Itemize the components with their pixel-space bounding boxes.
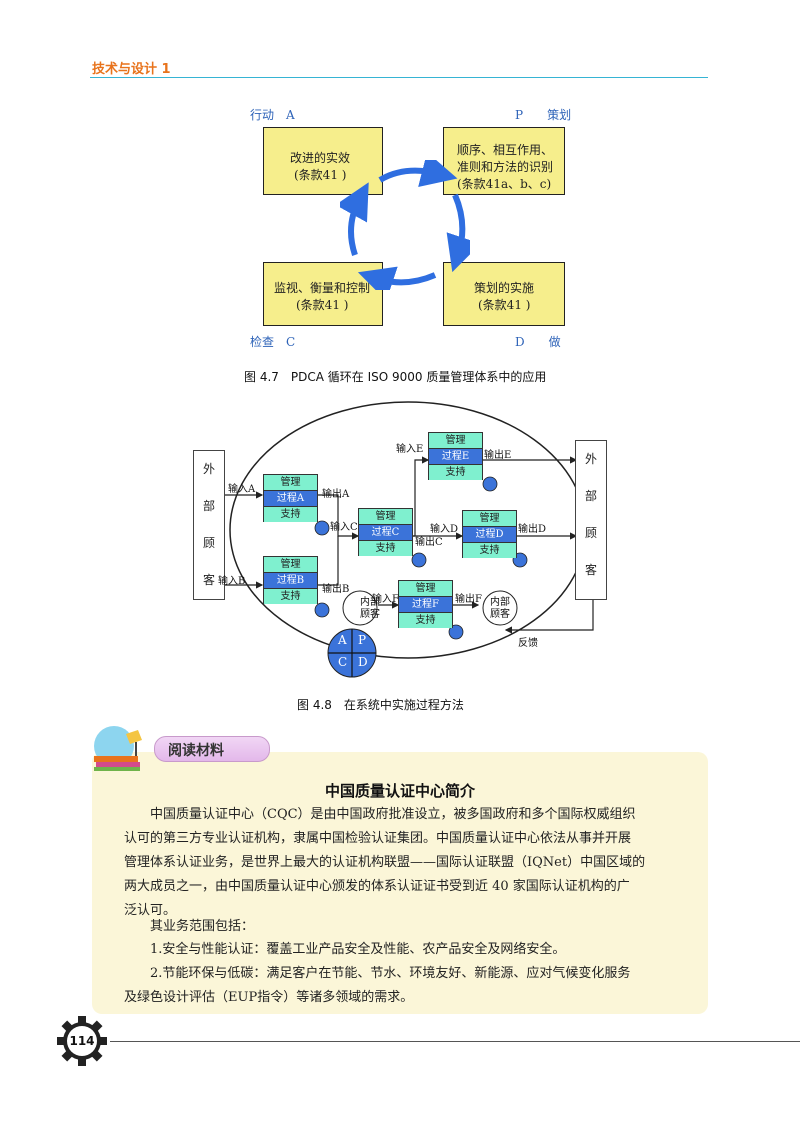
- label-feedback: 反馈: [518, 638, 538, 649]
- label-input-f: 输入F: [372, 594, 399, 605]
- process-e-support: 支持: [429, 465, 482, 480]
- external-customer-right: 外 部 顾 客: [575, 440, 607, 600]
- label-output-d: 输出D: [518, 524, 547, 535]
- reading-paragraph-1: 中国质量认证中心（CQC）是由中国政府批准设立，被多国政府和多个国际权威组织 认…: [124, 803, 694, 923]
- pdca-check-box: 监视、衡量和控制 (条款41 ): [263, 262, 383, 326]
- pdca-act-box: 改进的实效 (条款41 ): [263, 127, 383, 195]
- act-line-1: 改进的实效: [290, 151, 351, 165]
- process-c-box: 管理 过程C 支持: [358, 508, 413, 556]
- ext-left-char-4: 客: [202, 573, 215, 587]
- plan-line-3: (条款41a、b、c): [457, 177, 552, 191]
- label-output-b: 输出B: [322, 584, 350, 595]
- para1-line-1: 中国质量认证中心（CQC）是由中国政府批准设立，被多国政府和多个国际权威组织: [150, 807, 636, 822]
- external-customer-left: 外 部 顾 客: [193, 450, 225, 600]
- process-c-label: 过程C: [359, 525, 412, 541]
- reading-paragraph-3: 1.安全与性能认证：覆盖工业产品安全及性能、农产品安全及网络安全。: [150, 942, 566, 957]
- gear-icon: [57, 1016, 107, 1066]
- label-input-c: 输入C: [330, 522, 358, 533]
- corner-plan-label: P 策划: [515, 108, 572, 122]
- process-a-manage: 管理: [264, 475, 317, 491]
- reading-paragraph-2: 其业务范围包括：: [150, 919, 255, 934]
- internal-customer-right: 内部 顾客: [478, 597, 522, 621]
- corner-do-label: D 做: [515, 335, 561, 349]
- plan-line-2: 准则和方法的识别: [457, 160, 554, 174]
- reading-tab: [154, 736, 270, 762]
- para1-line-4: 两大成员之一，由中国质量认证中心颁发的体系认证证书受到近 40 家国际认证机构的…: [124, 879, 630, 894]
- figure-4-7-caption: 图 4.7 PDCA 循环在 ISO 9000 质量管理体系中的应用: [244, 370, 547, 384]
- para4-line-2: 及绿色设计评估（EUP指令）等诸多领域的需求。: [124, 990, 414, 1005]
- process-e-label: 过程E: [429, 449, 482, 465]
- ext-right-char-4: 客: [584, 563, 597, 577]
- header-rule: [90, 77, 708, 78]
- do-line-2: (条款41 ): [478, 298, 531, 312]
- para1-line-2: 认可的第三方专业认证机构，隶属中国检验认证集团。中国质量认证中心依法从事并开展: [124, 831, 632, 846]
- label-output-e: 输出E: [484, 450, 512, 461]
- ext-right-char-3: 顾: [584, 526, 597, 540]
- label-input-d: 输入D: [430, 524, 459, 535]
- internal-right-line-2: 顾客: [490, 609, 510, 620]
- process-d-label: 过程D: [463, 527, 516, 543]
- do-line-1: 策划的实施: [474, 281, 535, 295]
- page-number: 114: [69, 1034, 95, 1048]
- reading-title: 中国质量认证中心简介: [324, 782, 475, 800]
- ext-right-char-1: 外: [584, 452, 597, 466]
- pdca-letter-c: C: [338, 655, 348, 669]
- check-line-1: 监视、衡量和控制: [274, 281, 371, 295]
- process-b-box: 管理 过程B 支持: [263, 556, 318, 604]
- para1-line-3: 管理体系认证业务，是世界上最大的认证机构联盟——国际认证联盟（IQNet）中国区…: [124, 855, 646, 870]
- internal-left-line-1: 内部: [360, 597, 380, 608]
- process-e-box: 管理 过程E 支持: [428, 432, 483, 480]
- process-b-label: 过程B: [264, 573, 317, 589]
- figure-4-8-caption: 图 4.8 在系统中实施过程方法: [297, 698, 464, 712]
- process-d-box: 管理 过程D 支持: [462, 510, 517, 558]
- reading-material-panel: [92, 752, 708, 1014]
- pdca-cycle-arrows: [340, 160, 470, 290]
- internal-right-line-1: 内部: [490, 597, 510, 608]
- label-input-b: 输入B: [218, 576, 246, 587]
- book-lamp-icon: [94, 726, 142, 771]
- internal-customer-left: 内部 顾客: [348, 597, 392, 621]
- reading-paragraph-4: 2.节能环保与低碳：满足客户在节能、节水、环境友好、新能源、应对气候变化服务 及…: [124, 962, 694, 1010]
- act-line-2: (条款41 ): [294, 168, 347, 182]
- pdca-letter-d: D: [358, 655, 368, 669]
- internal-left-line-2: 顾客: [360, 609, 380, 620]
- process-f-label: 过程F: [399, 597, 452, 613]
- header-title: 技术与设计 1: [92, 62, 171, 77]
- para1-line-5: 泛认可。: [124, 903, 177, 918]
- label-output-f: 输出F: [455, 594, 482, 605]
- process-a-box: 管理 过程A 支持: [263, 474, 318, 522]
- pdca-letter-a: A: [338, 633, 347, 647]
- process-d-manage: 管理: [463, 511, 516, 527]
- pdca-do-box: 策划的实施 (条款41 ): [443, 262, 565, 326]
- process-b-manage: 管理: [264, 557, 317, 573]
- process-c-manage: 管理: [359, 509, 412, 525]
- process-f-support: 支持: [399, 613, 452, 628]
- label-output-a: 输出A: [322, 489, 350, 500]
- ext-left-char-3: 顾: [202, 536, 215, 550]
- process-c-support: 支持: [359, 541, 412, 556]
- corner-check-label: 检查 C: [250, 335, 296, 349]
- footer-rule: [110, 1041, 800, 1042]
- process-a-label: 过程A: [264, 491, 317, 507]
- check-line-2: (条款41 ): [296, 298, 349, 312]
- corner-act-label: 行动 A: [250, 108, 295, 122]
- plan-line-1: 顺序、相互作用、: [457, 143, 554, 157]
- reading-tab-label: 阅读材料: [168, 743, 224, 759]
- process-e-manage: 管理: [429, 433, 482, 449]
- process-lines: [223, 401, 594, 678]
- label-output-c: 输出C: [415, 537, 443, 548]
- process-b-support: 支持: [264, 589, 317, 604]
- label-input-a: 输入A: [228, 484, 256, 495]
- process-d-support: 支持: [463, 543, 516, 558]
- process-f-manage: 管理: [399, 581, 452, 597]
- pdca-letter-p: P: [358, 633, 367, 647]
- ext-left-char-2: 部: [202, 499, 215, 513]
- para4-line-1: 2.节能环保与低碳：满足客户在节能、节水、环境友好、新能源、应对气候变化服务: [150, 966, 631, 981]
- process-f-box: 管理 过程F 支持: [398, 580, 453, 628]
- label-input-e: 输入E: [396, 444, 424, 455]
- ext-right-char-2: 部: [584, 489, 597, 503]
- process-a-support: 支持: [264, 507, 317, 522]
- ext-left-char-1: 外: [202, 462, 215, 476]
- pdca-plan-box: 顺序、相互作用、 准则和方法的识别 (条款41a、b、c): [443, 127, 565, 195]
